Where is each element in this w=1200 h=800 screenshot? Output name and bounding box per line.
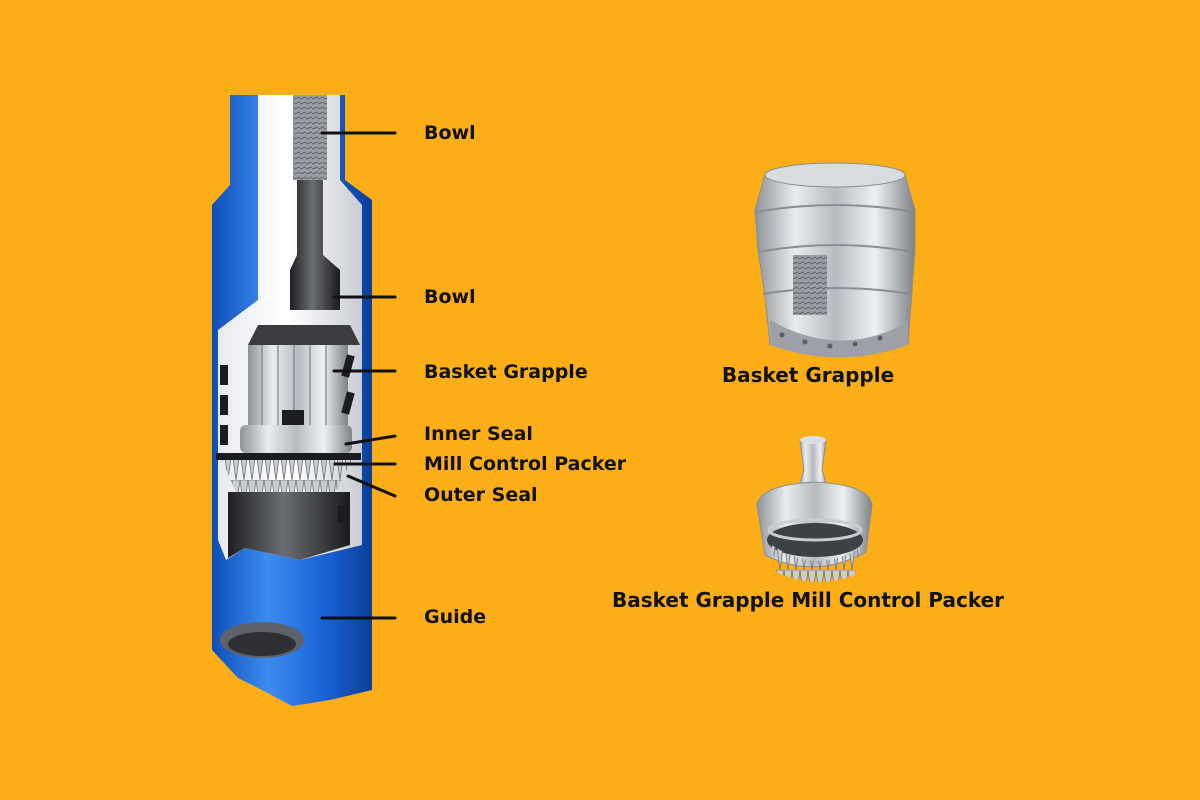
inner-stem xyxy=(290,180,340,310)
leader-outer-seal xyxy=(346,474,397,498)
packer-plate xyxy=(216,453,361,460)
callout-bowl-mid: Bowl xyxy=(424,286,476,308)
leader-inner-seal xyxy=(344,434,397,446)
control-ring xyxy=(240,425,352,453)
callout-inner-seal: Inner Seal xyxy=(424,423,533,445)
leader-lines xyxy=(320,131,397,620)
lower-bore xyxy=(228,492,350,560)
caption-basket-grapple: Basket Grapple xyxy=(721,363,895,387)
bowl-taper xyxy=(248,325,360,345)
caption-mill-control-packer: Basket Grapple Mill Control Packer xyxy=(611,588,1005,612)
callout-bowl-top: Bowl xyxy=(424,122,476,144)
basket-grapple-part xyxy=(754,162,916,358)
callout-guide: Guide xyxy=(424,606,487,628)
callout-basket-grapple: Basket Grapple xyxy=(424,361,588,383)
packer-teeth xyxy=(222,460,352,492)
callout-outer-seal: Outer Seal xyxy=(424,484,538,506)
mill-control-packer-part xyxy=(756,436,873,582)
overshot-cutaway xyxy=(212,95,372,706)
callout-mill-control-packer: Mill Control Packer xyxy=(424,453,627,475)
top-sub-threads xyxy=(293,95,327,180)
